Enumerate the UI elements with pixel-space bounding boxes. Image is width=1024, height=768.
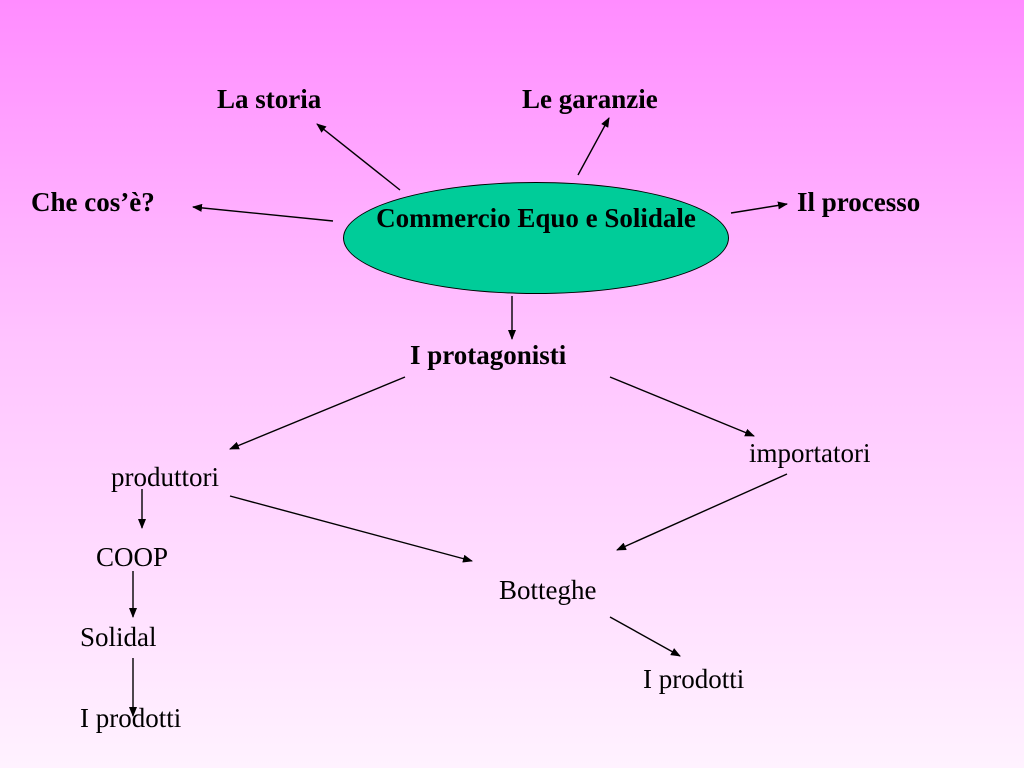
arrow-to-il-processo	[730, 201, 788, 214]
node-coop: COOP	[96, 542, 169, 572]
node-botteghe: Botteghe	[499, 575, 597, 605]
node-i-prodotti-left: I prodotti	[80, 703, 182, 733]
topic-che-cose: Che cos’è?	[31, 187, 155, 217]
arrow-to-importatori	[609, 376, 755, 437]
arrow-to-produttori	[229, 376, 406, 450]
arrow-to-che-cose	[192, 203, 334, 222]
center-ellipse	[343, 182, 729, 294]
node-solidal: Solidal	[80, 622, 157, 652]
topic-i-protagonisti: I protagonisti	[410, 340, 567, 370]
topic-le-garanzie: Le garanzie	[522, 84, 658, 114]
arrow-to-le-garanzie	[577, 117, 610, 176]
node-i-prodotti-right: I prodotti	[643, 664, 745, 694]
node-produttori: produttori	[111, 462, 219, 492]
arrow-botteghe-to-prodotti	[609, 616, 681, 657]
topic-il-processo: Il processo	[797, 187, 921, 217]
center-title: Commercio Equo e Solidale	[376, 203, 696, 233]
arrow-importatori-to-botteghe	[616, 473, 788, 551]
arrow-to-la-storia	[316, 123, 401, 191]
topic-la-storia: La storia	[217, 84, 322, 114]
arrow-produttori-to-botteghe	[229, 495, 473, 563]
node-importatori: importatori	[749, 438, 871, 468]
